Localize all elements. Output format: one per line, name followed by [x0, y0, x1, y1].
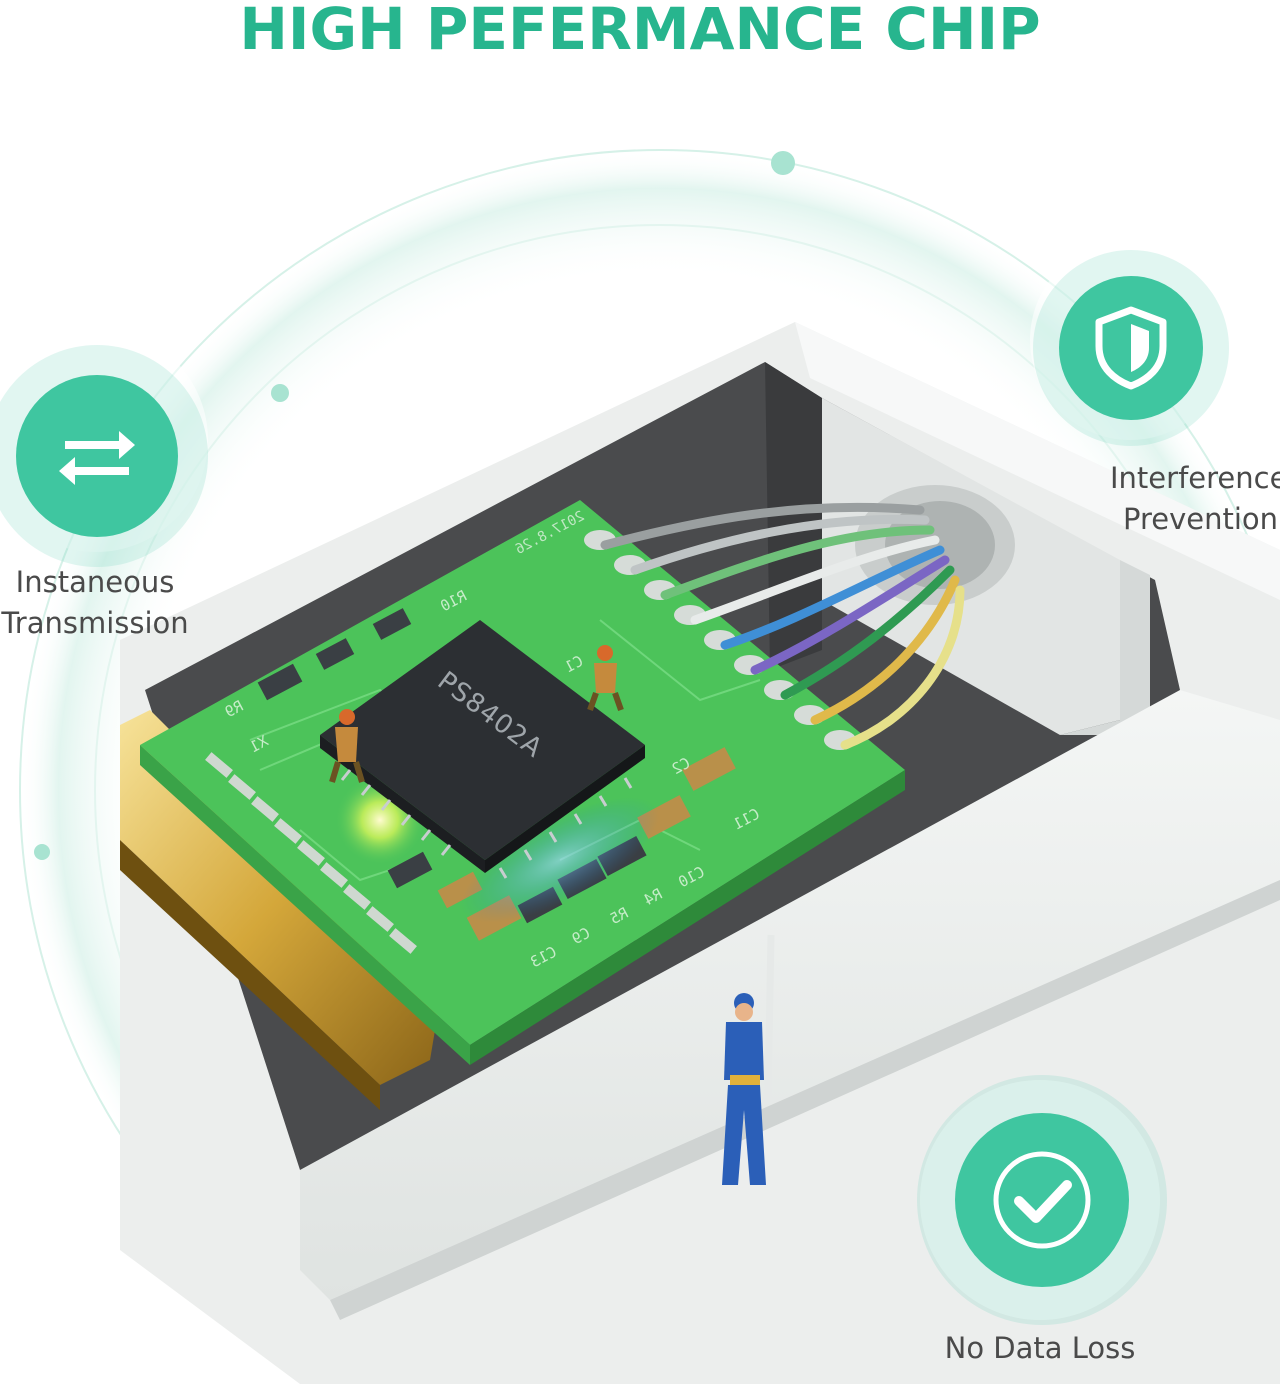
feature-label-transmission: Instaneous Transmission: [0, 562, 210, 644]
feature-label-no-data-loss: No Data Loss: [920, 1328, 1160, 1369]
feature-badge-no-data-loss: [917, 1075, 1167, 1325]
feature-label-line2: Prevention: [1123, 502, 1279, 536]
checkmark-icon: [993, 1151, 1091, 1249]
signal-glow-blue: [461, 797, 659, 923]
page-title: HIGH PEFERMANCE CHIP: [239, 0, 1041, 63]
feature-badge-interference: [1033, 250, 1229, 446]
pcb-edge-pads: [205, 752, 417, 954]
feature-badge-transmission: [0, 345, 208, 567]
outer-ring: [19, 149, 1280, 1384]
feature-label-interference: Interference Prevention: [1100, 458, 1280, 540]
shield-icon: [1095, 306, 1167, 390]
feature-label-line1: No Data Loss: [944, 1331, 1136, 1365]
worker-figures: [329, 645, 775, 1185]
swap-arrows-icon: [59, 431, 135, 485]
worker-standing: [722, 934, 775, 1185]
feature-label-line1: Interference: [1110, 461, 1280, 495]
worker-left: [329, 709, 365, 783]
feature-label-line1: Instaneous: [15, 565, 175, 599]
feature-label-line2: Transmission: [1, 606, 189, 640]
worker-right: [587, 645, 624, 711]
cable-wires: [600, 502, 965, 750]
